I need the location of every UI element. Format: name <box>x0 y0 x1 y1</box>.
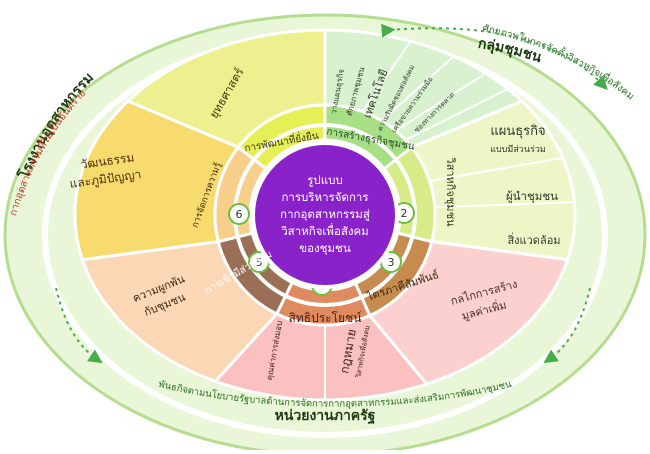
arrow-bottom-left <box>55 287 103 364</box>
outer-label-leaders: ผู้นำชุมชน <box>506 189 558 203</box>
perimeter-government: หน่วยงานภาครัฐ <box>275 408 376 425</box>
outer-label-environment: สิ่งแวดล้อม <box>507 232 560 247</box>
number-label-2: 2 <box>401 207 408 220</box>
center-line-2: การบริหารจัดการ <box>281 190 368 204</box>
inner-label-social-enterprise: วิสาหกิจชุมชน <box>444 157 457 227</box>
sector-divider-5 <box>405 87 509 141</box>
center-line-4: วิสาหกิจเพื่อสังคม <box>281 223 369 238</box>
center-line-3: กากอุตสาหกรรมสู่ <box>280 207 370 221</box>
arrow-top-right <box>381 23 608 91</box>
outer-label-participation-plan: แบบมีส่วนร่วม <box>490 144 546 155</box>
number-label-6: 6 <box>236 208 243 221</box>
outer-label-business-plan: แผนธุรกิจ <box>490 124 545 139</box>
arrows <box>55 23 608 364</box>
sector-divider-8 <box>434 201 575 209</box>
arrow-bottom-right <box>543 287 591 364</box>
number-label-3: 3 <box>388 256 395 269</box>
center-line-5: ของชุมชน <box>299 241 351 255</box>
number-label-5: 5 <box>256 256 263 269</box>
center-circle: รูปแบบ การบริหารจัดการ กากอุตสาหกรรมสู่ … <box>251 141 399 289</box>
sector-divider-6 <box>411 100 523 149</box>
number-badge-2: 2 <box>393 202 415 224</box>
sector-divider-7 <box>429 156 563 182</box>
inner-label-benefits: สิทธิประโยชน์ <box>289 311 362 325</box>
number-badge-6: 6 <box>228 203 250 225</box>
center-line-1: รูปแบบ <box>307 173 343 187</box>
